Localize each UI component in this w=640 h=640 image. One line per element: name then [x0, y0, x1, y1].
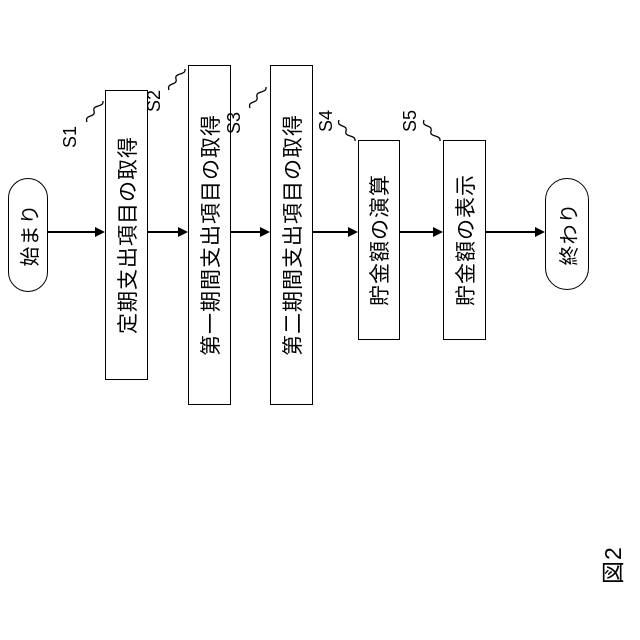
- leader-squiggle-s1: [84, 100, 106, 124]
- leader-squiggle-s2: [166, 68, 188, 92]
- flow-arrow-1: [48, 231, 96, 233]
- step-label-s4: S4: [316, 109, 336, 132]
- leader-squiggle-s5: [421, 118, 443, 142]
- process-box-s4: 貯金額の演算: [358, 140, 400, 340]
- step-label-s2: S2: [144, 89, 164, 112]
- flow-arrow-6: [486, 231, 536, 233]
- start-terminal: 始まり: [8, 178, 48, 292]
- leader-squiggle-s4: [336, 118, 358, 142]
- flow-arrow-3: [231, 231, 261, 233]
- end-terminal: 終わり: [545, 178, 589, 290]
- flow-arrow-4: [313, 231, 349, 233]
- leader-squiggle-s3: [247, 86, 269, 110]
- step-label-s5: S5: [400, 109, 420, 132]
- step-label-s3: S3: [224, 111, 244, 134]
- step-label-s1: S1: [60, 125, 80, 148]
- figure-caption: 図2: [600, 546, 626, 584]
- flow-arrow-5: [400, 231, 434, 233]
- process-box-s3: 第二期間支出項目の取得: [270, 65, 313, 405]
- flow-arrow-2: [148, 231, 179, 233]
- process-box-s1: 定期支出項目の取得: [105, 90, 148, 380]
- process-box-s5: 貯金額の表示: [443, 140, 486, 340]
